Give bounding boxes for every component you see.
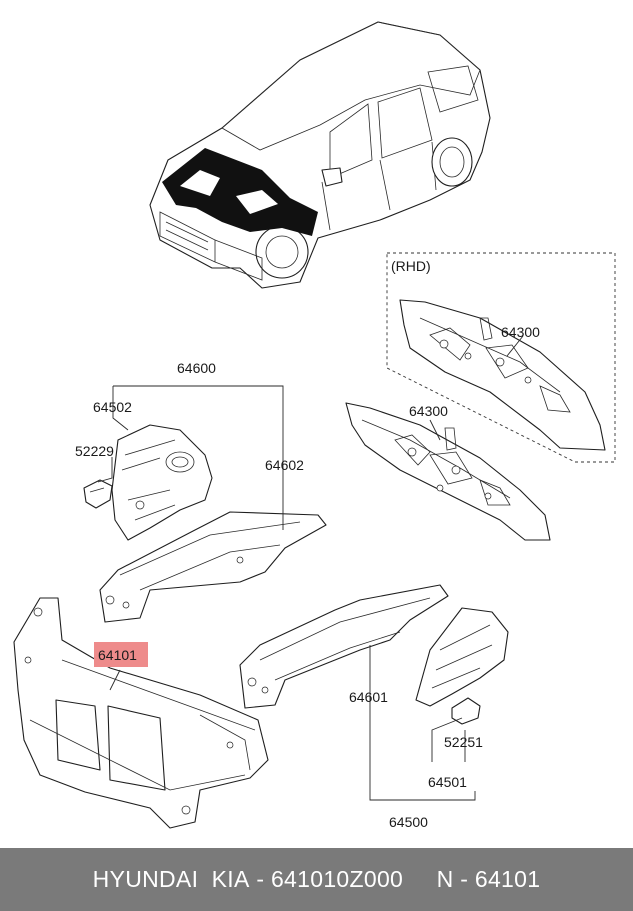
side-member-64600-group xyxy=(83,385,327,623)
label-64101: 64101 xyxy=(98,647,137,663)
dash-panel-64300 xyxy=(345,402,551,541)
label-52251: 52251 xyxy=(444,734,483,750)
label-64300: 64300 xyxy=(409,403,448,419)
label-rhd: (RHD) xyxy=(391,258,431,274)
footer-part-number: 641010Z000 xyxy=(270,866,404,892)
footer-reference: N - 64101 xyxy=(436,866,541,892)
label-64300-rhd: 64300 xyxy=(501,324,540,340)
radiator-support-64101 xyxy=(13,597,269,829)
label-64502: 64502 xyxy=(93,399,132,415)
rhd-dash-panel-group xyxy=(386,252,616,463)
parts-diagram: (RHD) 64300 64300 64600 64502 52229 6460… xyxy=(13,21,616,830)
label-52229: 52229 xyxy=(75,443,114,459)
side-member-64500-group xyxy=(239,584,509,801)
footer-brand: HYUNDAI KIA xyxy=(92,866,250,892)
vehicle-illustration xyxy=(149,21,491,289)
label-64602: 64602 xyxy=(265,457,304,473)
footer-gap xyxy=(403,866,436,893)
label-64600: 64600 xyxy=(177,360,216,376)
footer-separator: - xyxy=(249,866,271,892)
part-number-footer: HYUNDAI KIA - 641010Z000 N - 64101 xyxy=(0,848,633,911)
label-64601: 64601 xyxy=(349,689,388,705)
part-labels: (RHD) 64300 64300 64600 64502 52229 6460… xyxy=(75,258,540,830)
label-64501: 64501 xyxy=(428,774,467,790)
highlight-box-64101 xyxy=(94,642,148,667)
label-64500: 64500 xyxy=(389,814,428,830)
